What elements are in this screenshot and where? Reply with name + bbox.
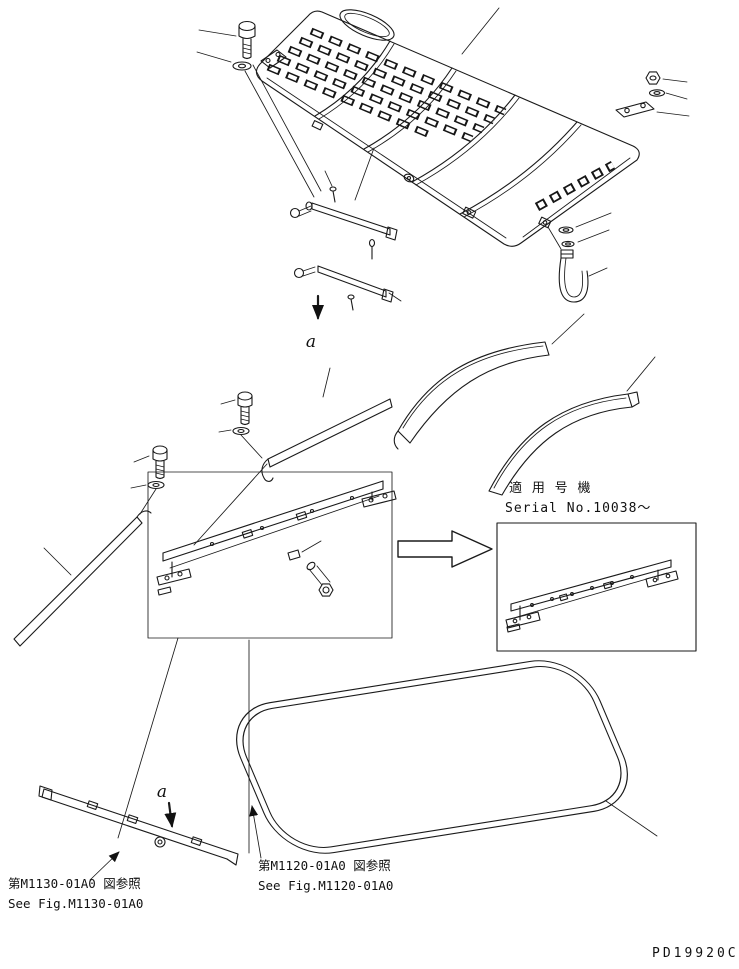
bolt-icon <box>238 20 256 60</box>
roof-edge-louvers <box>534 161 616 211</box>
pin-icon <box>329 186 337 203</box>
roof-tabs <box>311 120 552 229</box>
ref-m1120-jp: 第M1120-01A0 図参照 <box>258 858 391 873</box>
curved-cover-front <box>393 313 585 450</box>
ref-m1130-en: See Fig.M1130-01A0 <box>8 896 143 911</box>
roof-panel <box>255 7 640 247</box>
curved-cover-rear <box>488 356 656 496</box>
front-rail <box>38 785 239 866</box>
washer-icon <box>648 89 666 97</box>
bolt-icon <box>289 205 312 219</box>
detail-left-foot <box>505 605 541 633</box>
section-label-a-bottom: a <box>157 782 167 802</box>
seal-leader-line <box>605 800 658 837</box>
nut-washer-topright <box>615 71 690 118</box>
serial-title-jp: 適 用 号 機 <box>509 480 591 496</box>
detail-callout-arrow <box>397 530 493 568</box>
u-bolt-clamp <box>547 212 612 303</box>
roof-top-vent-hole <box>339 9 395 41</box>
rail-left-foot <box>156 561 192 596</box>
detail-view-frame <box>496 522 697 652</box>
detail-source-box <box>147 471 393 639</box>
support-bars <box>289 147 402 311</box>
ref-m1120-en: See Fig.M1120-01A0 <box>258 878 393 893</box>
pin-icon <box>347 294 355 311</box>
bolt-washer-left-a <box>218 391 263 459</box>
section-label-a-top: a <box>306 332 316 352</box>
mount-plate-icon <box>615 101 655 118</box>
drawing-code: PD19920C <box>652 946 739 961</box>
roof-seal <box>236 660 628 854</box>
section-arrow-bottom: a <box>157 782 177 828</box>
roof-vent-slots <box>266 27 507 143</box>
leader-to-front-rail <box>117 637 179 839</box>
serial-value: Serial No.10038～ <box>505 501 651 516</box>
roof-leader-line <box>461 7 500 55</box>
bolt-washer-topleft <box>196 20 322 198</box>
section-arrow-top: a <box>306 294 324 352</box>
roof-mount-bracket <box>260 49 287 69</box>
ref-arrow-m1130 <box>89 851 120 881</box>
roof-ribs <box>314 40 582 218</box>
pin-icon <box>368 238 376 260</box>
ref-m1130-jp: 第M1130-01A0 図参照 <box>8 876 141 891</box>
side-trim-upper <box>261 367 393 482</box>
roof-outline <box>255 10 640 247</box>
side-trim-lower <box>13 510 152 647</box>
rail-right-foot <box>361 490 397 508</box>
ref-arrow-m1120 <box>249 805 262 859</box>
detail-right-foot <box>645 569 679 588</box>
bolt-icon <box>293 266 316 279</box>
nut-icon <box>645 71 661 85</box>
roof-grommet <box>403 173 415 183</box>
washer-icon <box>232 61 252 71</box>
rail-bolt-icon <box>306 561 334 597</box>
bolt-washer-left-b <box>130 445 168 515</box>
detail-view <box>496 522 697 652</box>
roof-rail-assembly <box>147 463 397 639</box>
rail-clip-icon <box>287 540 322 561</box>
